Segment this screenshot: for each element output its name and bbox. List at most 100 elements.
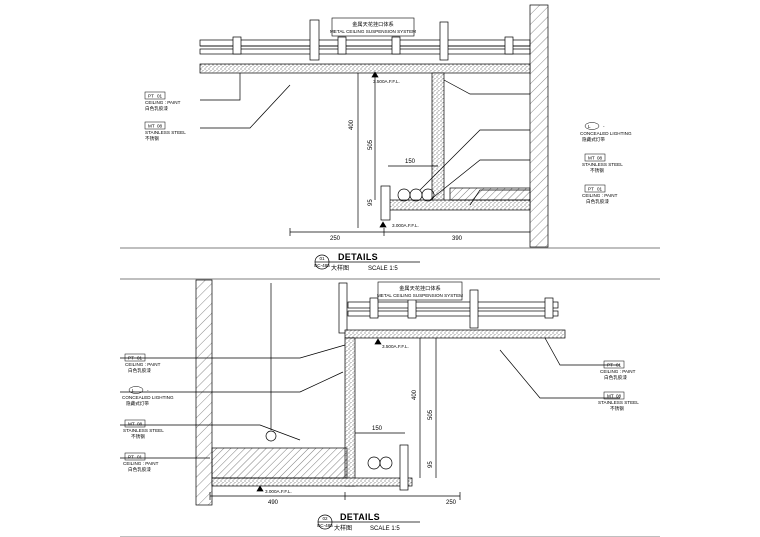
svg-text:CONCEALED LIGHTING: CONCEALED LIGHTING <box>122 395 174 400</box>
marker-top-2: 02 <box>322 516 328 521</box>
svg-text:STAINLESS STEEL: STAINLESS STEEL <box>145 130 186 135</box>
dim-505-2: 505 <box>428 409 434 420</box>
svg-text:08: 08 <box>597 156 603 161</box>
tag-2-0: PT 01 CEILING : PAINT 白色乳胶漆 <box>124 353 161 374</box>
title-1: DETAILS <box>338 252 378 262</box>
svg-text:PT: PT <box>607 363 613 368</box>
svg-text:08: 08 <box>616 394 622 399</box>
svg-text:01: 01 <box>157 94 163 99</box>
tag-1-0: PT 01 CEILING : PAINT 白色乳胶漆 <box>144 91 181 112</box>
dim-400-1: 400 <box>349 119 355 130</box>
detail-1 <box>120 4 660 280</box>
tag-1-2: L - CONCEALED LIGHTING 隐藏式灯带 <box>580 122 632 143</box>
dim-505-1: 505 <box>368 139 374 150</box>
svg-text:STAINLESS STEEL: STAINLESS STEEL <box>582 162 623 167</box>
svg-text:CEILING : PAINT: CEILING : PAINT <box>145 100 181 105</box>
svg-text:CEILING : PAINT: CEILING : PAINT <box>125 362 161 367</box>
dim-250-1: 250 <box>330 236 341 242</box>
svg-text:不锈钢: 不锈钢 <box>145 135 159 142</box>
svg-text:不锈钢: 不锈钢 <box>131 433 145 440</box>
tag-2-1: L - CONCEALED LIGHTING 隐藏式灯带 <box>122 386 174 407</box>
tag-2-2: MT 08 STAINLESS STEEL 不锈钢 <box>123 419 164 440</box>
svg-text:白色乳胶漆: 白色乳胶漆 <box>586 198 609 205</box>
svg-text:MT: MT <box>148 124 155 129</box>
detail-2 <box>120 279 660 537</box>
level-top-1: 3.500A.F.F.L. <box>373 79 400 84</box>
svg-text:08: 08 <box>137 422 143 427</box>
level-bottom-1: 3.000A.F.F.L. <box>392 223 419 228</box>
soffit-bottom-2 <box>211 477 413 487</box>
svg-text:MT: MT <box>588 156 595 161</box>
svg-text:-: - <box>603 124 605 129</box>
svg-text:01: 01 <box>597 187 603 192</box>
banner-cn-1: 金属天花挂口体系 <box>352 20 394 28</box>
ceiling-board-2 <box>344 329 566 339</box>
dim-95-2: 95 <box>428 461 434 468</box>
marker-bottom-2: EC-485 <box>317 523 333 528</box>
svg-text:白色乳胶漆: 白色乳胶漆 <box>604 374 627 381</box>
svg-text:白色乳胶漆: 白色乳胶漆 <box>128 367 151 374</box>
soffit-vertical-1 <box>431 72 445 209</box>
dim-95-1: 95 <box>368 199 374 206</box>
rail-lower <box>199 48 531 55</box>
svg-text:隐藏式灯带: 隐藏式灯带 <box>126 400 149 407</box>
tag-2-4: PT 01 CEILING : PAINT 白色乳胶漆 <box>600 360 636 381</box>
subtitle-cn-2: 大样图 <box>334 524 352 532</box>
svg-text:01: 01 <box>137 356 143 361</box>
svg-text:白色乳胶漆: 白色乳胶漆 <box>145 105 168 112</box>
svg-text:01: 01 <box>616 363 622 368</box>
dim-390-1: 390 <box>452 236 463 242</box>
marker-top-1: 01 <box>319 256 325 261</box>
tag-1-4: PT 01 CEILING : PAINT 白色乳胶漆 <box>582 184 618 205</box>
dim-150-2: 150 <box>372 426 383 432</box>
svg-text:-: - <box>147 388 149 393</box>
banner-cn-2: 金属天花挂口体系 <box>399 284 441 292</box>
tag-2-5: MT 08 STAINLESS STEEL 不锈钢 <box>598 391 639 412</box>
svg-text:CEILING : PAINT: CEILING : PAINT <box>123 461 159 466</box>
dim-400-2: 400 <box>412 389 418 400</box>
banner-en-2: METAL CEILING SUSPENSION SYSTEM <box>377 293 463 298</box>
dim-490-2: 490 <box>268 500 279 506</box>
level-top-2: 3.500A.F.F.L. <box>382 344 409 349</box>
svg-text:L: L <box>132 388 135 393</box>
scale-2: SCALE 1:5 <box>370 526 400 532</box>
soffit-bottom-1 <box>387 199 531 211</box>
svg-text:白色乳胶漆: 白色乳胶漆 <box>128 466 151 473</box>
svg-text:不锈钢: 不锈钢 <box>590 167 604 174</box>
tag-1-1: MT 08 STAINLESS STEEL 不锈钢 <box>144 121 186 142</box>
marker-bottom-1: EC-485 <box>314 263 330 268</box>
svg-text:PT: PT <box>128 356 134 361</box>
scale-1: SCALE 1:5 <box>368 266 398 272</box>
svg-text:L: L <box>588 124 591 129</box>
svg-text:PT: PT <box>148 94 154 99</box>
svg-text:CEILING : PAINT: CEILING : PAINT <box>600 369 636 374</box>
tag-1-3: MT 08 STAINLESS STEEL 不锈钢 <box>582 153 623 174</box>
svg-text:隐藏式灯带: 隐藏式灯带 <box>582 136 605 143</box>
svg-text:不锈钢: 不锈钢 <box>610 405 624 412</box>
svg-text:MT: MT <box>607 394 614 399</box>
svg-text:PT: PT <box>128 455 134 460</box>
banner-en-1: METAL CEILING SUSPENSION SYSTEM <box>330 29 416 34</box>
svg-text:01: 01 <box>137 455 143 460</box>
tag-2-3: PT 01 CEILING : PAINT 白色乳胶漆 <box>123 452 159 473</box>
ceiling-board-1 <box>199 63 531 74</box>
svg-text:STAINLESS STEEL: STAINLESS STEEL <box>123 428 164 433</box>
level-bottom-2: 3.000A.F.F.L. <box>265 489 292 494</box>
wall-hatch-left <box>195 279 213 506</box>
wall-hatch-right <box>529 4 549 248</box>
svg-text:CEILING : PAINT: CEILING : PAINT <box>582 193 618 198</box>
svg-text:PT: PT <box>588 187 594 192</box>
subtitle-cn-1: 大样图 <box>331 264 349 272</box>
dim-150-1: 150 <box>405 159 416 165</box>
svg-text:MT: MT <box>128 422 135 427</box>
soffit-hatch-1 <box>449 187 531 201</box>
rail-upper <box>199 39 531 47</box>
svg-text:CONCEALED LIGHTING: CONCEALED LIGHTING <box>580 131 632 136</box>
title-2: DETAILS <box>340 512 380 522</box>
dim-250-2: 250 <box>446 500 457 506</box>
soffit-hatch-2 <box>211 447 348 479</box>
svg-text:08: 08 <box>157 124 163 129</box>
svg-text:STAINLESS STEEL: STAINLESS STEEL <box>598 400 639 405</box>
